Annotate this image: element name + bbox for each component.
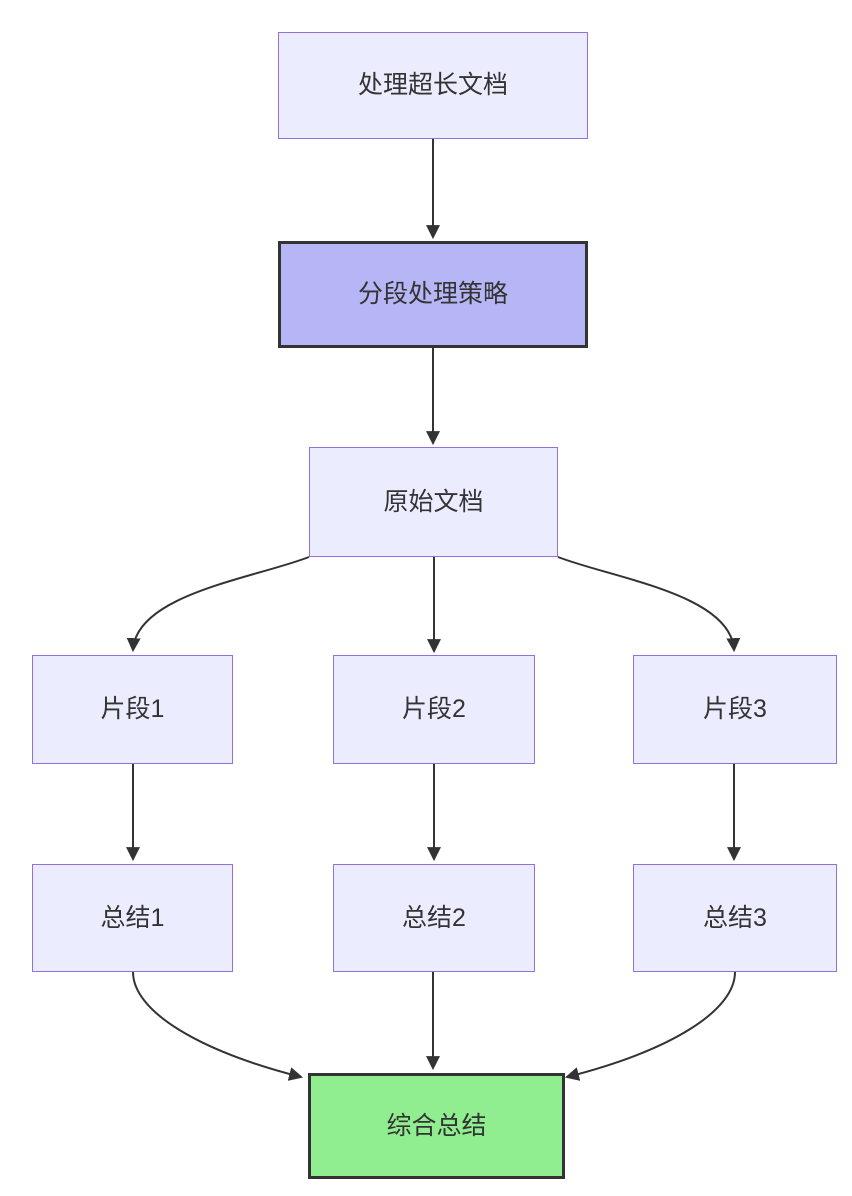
edge-summary-3-to-final-summary <box>564 971 736 1081</box>
node-summary-3: 总结3 <box>633 864 837 972</box>
node-fragment-3: 片段3 <box>633 655 837 764</box>
node-final-summary: 综合总结 <box>308 1073 565 1179</box>
node-summary-2: 总结2 <box>333 864 535 972</box>
edge-original-doc-to-fragment-3 <box>557 556 741 653</box>
node-original-doc: 原始文档 <box>309 447 558 557</box>
node-summary-1: 总结1 <box>32 864 233 972</box>
node-fragment-2: 片段2 <box>333 655 535 764</box>
node-segmentation-strategy: 分段处理策略 <box>278 241 588 348</box>
node-fragment-1: 片段1 <box>32 655 233 764</box>
node-process-long-doc: 处理超长文档 <box>278 32 588 139</box>
edge-summary-1-to-final-summary <box>132 971 304 1081</box>
edge-original-doc-to-fragment-1 <box>126 556 310 653</box>
